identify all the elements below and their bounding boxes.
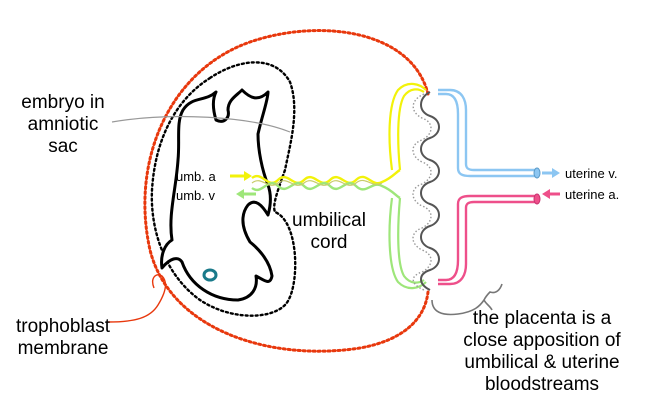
cord-label-line-2: cord <box>286 232 372 254</box>
trophoblast-label-line-2: membrane <box>2 338 124 360</box>
uterine-vein-vessel <box>438 90 536 176</box>
umb-v-label: umb. v <box>176 188 215 203</box>
embryo-label-line-3: sac <box>2 136 124 158</box>
placenta-villi <box>413 92 439 290</box>
umb-a-label: umb. a <box>176 169 216 184</box>
uterine-v-label: uterine v. <box>565 166 618 181</box>
placenta-label-line-1: the placenta is a <box>438 308 646 330</box>
placenta-label-line-4: bloodstreams <box>438 374 646 396</box>
uterine-artery-vessel <box>438 196 536 284</box>
uterine-vein-end <box>534 168 540 178</box>
umbilical-cord-label: umbilical cord <box>286 210 372 254</box>
embryo-label: embryo in amniotic sac <box>2 92 124 158</box>
embryo-label-line-1: embryo in <box>2 92 124 114</box>
embryo-eye <box>204 270 216 280</box>
placenta-label-line-3: umbilical & uterine <box>438 352 646 374</box>
embryo-label-line-2: amniotic <box>2 114 124 136</box>
uterine-a-label: uterine a. <box>565 187 619 202</box>
trophoblast-label-line-1: trophoblast <box>2 316 124 338</box>
umbilical-cord <box>252 170 400 198</box>
trophoblast-pointer <box>108 275 165 322</box>
trophoblast-label: trophoblast membrane <box>2 316 124 360</box>
placenta-label: the placenta is a close apposition of um… <box>438 308 646 396</box>
uterine-v-arrow <box>542 168 560 178</box>
placenta-label-line-2: close apposition of <box>438 330 646 352</box>
umbilical-artery-strand <box>252 170 400 183</box>
cord-label-line-1: umbilical <box>286 210 372 232</box>
uterine-artery-end <box>534 194 540 204</box>
placenta-umbilical-vessels <box>390 84 426 288</box>
uterine-a-arrow <box>542 189 560 199</box>
